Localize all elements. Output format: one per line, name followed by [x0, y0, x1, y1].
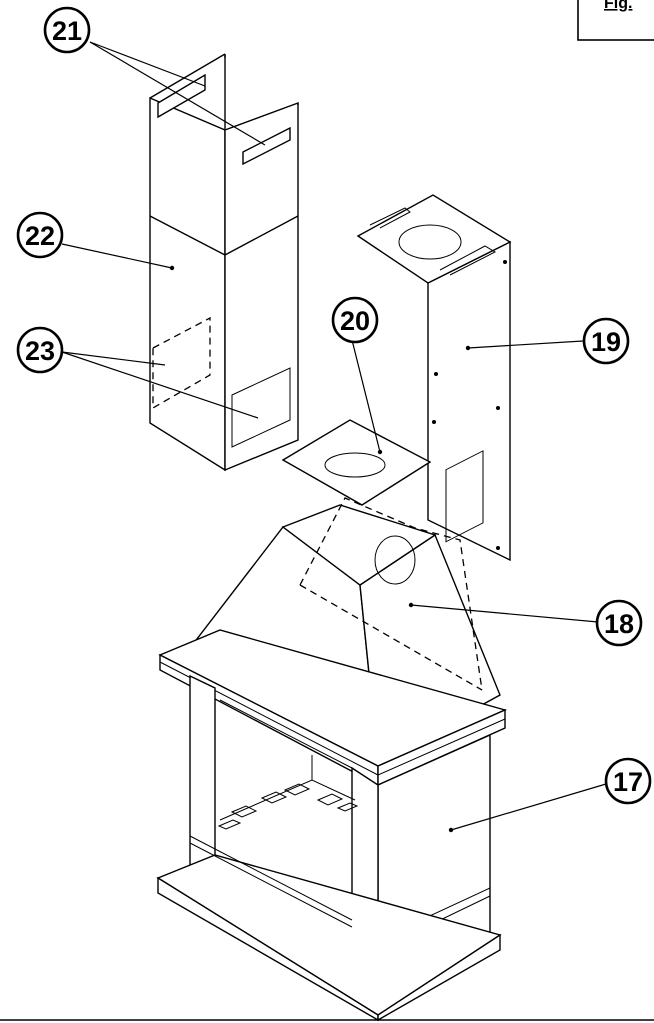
callout-20-label: 20 — [340, 306, 370, 336]
callout-21-label: 21 — [52, 16, 82, 46]
callout-21: 21 — [43, 6, 91, 54]
callout-22: 22 — [16, 211, 64, 259]
part-22-chimney-casing — [149, 53, 299, 472]
callout-18: 18 — [595, 599, 643, 647]
leader-lines — [61, 41, 607, 833]
callout-19: 19 — [582, 317, 630, 365]
callout-22-label: 22 — [25, 221, 55, 251]
part-17-fireplace-body — [156, 629, 508, 1022]
callout-23: 23 — [16, 326, 64, 374]
callout-23-label: 23 — [25, 336, 55, 366]
callout-20: 20 — [331, 296, 379, 344]
callout-17-label: 17 — [613, 767, 643, 797]
part-19-rear-panel — [356, 194, 512, 562]
callout-18-label: 18 — [604, 609, 634, 639]
figure-label-box: Fig. — [577, 0, 654, 41]
part-20-flue-plate — [281, 419, 432, 506]
part-23-access-panels — [152, 316, 291, 448]
callout-17: 17 — [604, 757, 652, 805]
figure-label: Fig. — [604, 0, 632, 12]
callout-19-label: 19 — [591, 327, 621, 357]
